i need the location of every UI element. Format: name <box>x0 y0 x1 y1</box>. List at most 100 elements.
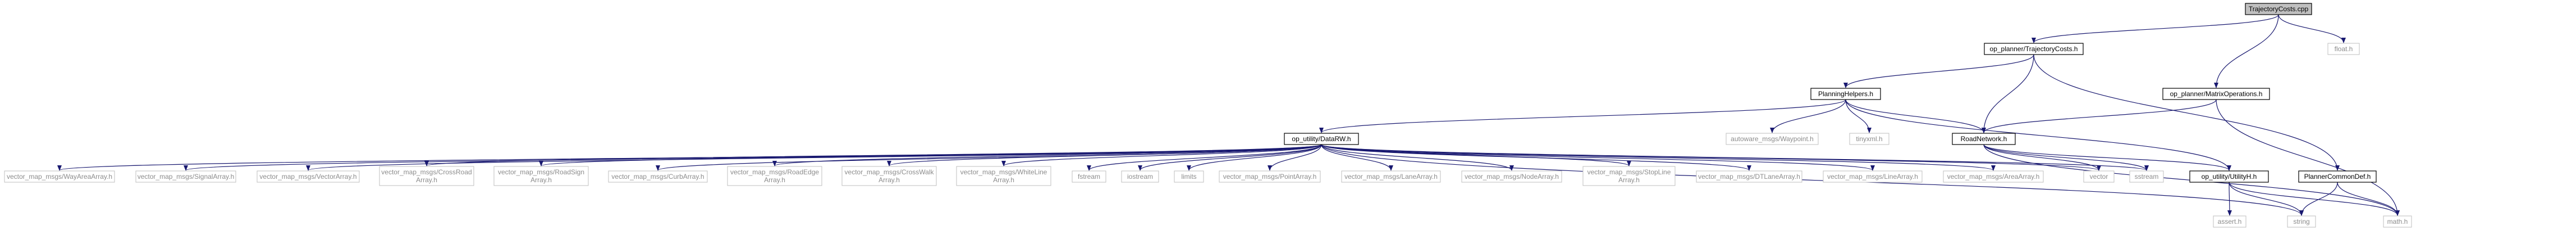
node-box <box>2162 88 2270 100</box>
edge-planhelp-h-to-datarw-h <box>1319 99 1846 133</box>
edge-utilh-h-to-string <box>2229 182 2304 216</box>
node-label: tinyxml.h <box>1856 135 1882 143</box>
node-point-h: vector_map_msgs/PointArray.h <box>1219 170 1321 183</box>
node-label: string <box>2293 218 2309 226</box>
node-box <box>1849 133 1889 145</box>
node-box <box>2129 170 2164 183</box>
node-sstream: sstream <box>2129 170 2164 183</box>
edge-utilh-h-to-assert-h <box>2227 182 2232 216</box>
node-box <box>1952 133 2016 145</box>
node-label: vector_map_msgs/PointArray.h <box>1223 173 1317 181</box>
node-label: float.h <box>2335 45 2353 53</box>
node-label: op_planner/MatrixOperations.h <box>2170 90 2263 98</box>
node-curb-h: vector_map_msgs/CurbArray.h <box>608 170 708 183</box>
node-roadnet-h[interactable]: RoadNetwork.h <box>1952 133 2016 145</box>
node-label: RoadNetwork.h <box>1961 135 2007 143</box>
node-label: vector_map_msgs/LineArray.h <box>1827 173 1918 181</box>
edge-common-h-to-string <box>2299 182 2338 216</box>
node-label: PlannerCommonDef.h <box>2304 173 2371 181</box>
node-area-h: vector_map_msgs/AreaArray.h <box>1943 170 2044 183</box>
node-dtlane-h: vector_map_msgs/DTLaneArray.h <box>1696 170 1802 183</box>
node-box <box>2287 215 2316 228</box>
edge-datarw-h-to-crossroad-h <box>424 144 1322 166</box>
edge-datarw-h-to-roadedge-h <box>772 144 1322 166</box>
node-planhelp-h[interactable]: PlanningHelpers.h <box>1810 88 1881 100</box>
edge-datarw-h-to-node-h <box>1321 144 1514 171</box>
edge-datarw-h-to-crosswalk-h <box>887 144 1322 166</box>
edge-datarw-h-to-string <box>1321 144 2304 216</box>
node-label: Array.h <box>1618 176 1640 184</box>
node-label: vector <box>2090 173 2108 181</box>
node-traj-h[interactable]: op_planner/TrajectoryCosts.h <box>1984 43 2084 55</box>
node-box <box>2383 215 2412 228</box>
edge-datarw-h-to-limits <box>1187 144 1322 171</box>
edge-datarw-h-to-point-h <box>1268 144 1322 171</box>
node-label: vector_map_msgs/CurbArray.h <box>611 173 704 181</box>
node-label: vector_map_msgs/LaneArray.h <box>1344 173 1438 181</box>
edge-roadnet-h-to-sstream <box>1983 144 2149 171</box>
node-label: limits <box>1181 173 1196 181</box>
node-datarw-h[interactable]: op_utility/DataRW.h <box>1284 133 1359 145</box>
edge-traj-h-to-common-h <box>2033 54 2340 171</box>
node-box <box>1072 170 1106 183</box>
node-label: Array.h <box>993 176 1014 184</box>
node-label: iostream <box>1127 173 1153 181</box>
node-lane-h: vector_map_msgs/LaneArray.h <box>1341 170 1441 183</box>
node-box <box>2245 3 2312 15</box>
node-common-h[interactable]: PlannerCommonDef.h <box>2298 170 2377 183</box>
node-box <box>2298 170 2377 183</box>
node-iostream: iostream <box>1121 170 1159 183</box>
node-box <box>1726 133 1819 145</box>
node-box <box>2083 170 2115 183</box>
node-label: vector_map_msgs/RoadEdge <box>730 168 819 176</box>
edge-planhelp-h-to-tinyxml-h <box>1845 99 1872 133</box>
edge-roadnet-h-to-utilh-h <box>1983 144 2231 171</box>
edge-datarw-h-to-vectorarr-h <box>306 144 1322 171</box>
edge-utilh-h-to-math-h <box>2229 182 2400 216</box>
node-label: vector_map_msgs/SignalArray.h <box>138 173 235 181</box>
node-label: Array.h <box>764 176 785 184</box>
node-box <box>1121 170 1159 183</box>
node-box <box>1823 170 1923 183</box>
node-signal-h: vector_map_msgs/SignalArray.h <box>135 170 236 183</box>
node-label: vector_map_msgs/StopLine <box>1587 168 1671 176</box>
node-box <box>1284 133 1359 145</box>
node-box <box>956 166 1051 186</box>
edges-layer <box>57 14 2400 216</box>
edge-traj-cpp-to-traj-h <box>2031 14 2279 43</box>
edge-datarw-h-to-dtlane-h <box>1321 144 1751 171</box>
node-box <box>1984 43 2084 55</box>
edge-datarw-h-to-roadsign-h <box>539 144 1322 166</box>
node-label: vector_map_msgs/WayAreaArray.h <box>7 173 112 181</box>
node-label: vector_map_msgs/RoadSign <box>498 168 584 176</box>
edge-roadnet-h-to-vector <box>1983 144 2101 171</box>
node-box <box>1810 88 1881 100</box>
node-label: vector_map_msgs/DTLaneArray.h <box>1698 173 1800 181</box>
node-box <box>1341 170 1441 183</box>
edge-datarw-h-to-line-h <box>1321 144 1875 171</box>
edge-traj-cpp-to-float-h <box>2278 14 2346 43</box>
node-label: autoware_msgs/Waypoint.h <box>1731 135 1814 143</box>
node-line-h: vector_map_msgs/LineArray.h <box>1823 170 1923 183</box>
node-label: vector_map_msgs/VectorArray.h <box>259 173 356 181</box>
node-matrix-h[interactable]: op_planner/MatrixOperations.h <box>2162 88 2270 100</box>
node-traj-cpp[interactable]: TrajectoryCosts.cpp <box>2245 3 2312 15</box>
node-label: math.h <box>2387 218 2408 226</box>
node-label: vector_map_msgs/WhiteLine <box>960 168 1047 176</box>
node-utilh-h[interactable]: op_utility/UtilityH.h <box>2189 170 2269 183</box>
node-fstream: fstream <box>1072 170 1106 183</box>
node-label: TrajectoryCosts.cpp <box>2249 5 2309 13</box>
node-box <box>1174 170 1204 183</box>
edge-datarw-h-to-lane-h <box>1321 144 1393 171</box>
node-box <box>2213 215 2246 228</box>
node-label: sstream <box>2135 173 2159 181</box>
edge-common-h-to-math-h <box>2337 182 2400 216</box>
node-box <box>727 166 822 186</box>
node-vectorarr-h: vector_map_msgs/VectorArray.h <box>257 170 360 183</box>
node-label: op_planner/TrajectoryCosts.h <box>1990 45 2078 53</box>
node-label: assert.h <box>2218 218 2242 226</box>
